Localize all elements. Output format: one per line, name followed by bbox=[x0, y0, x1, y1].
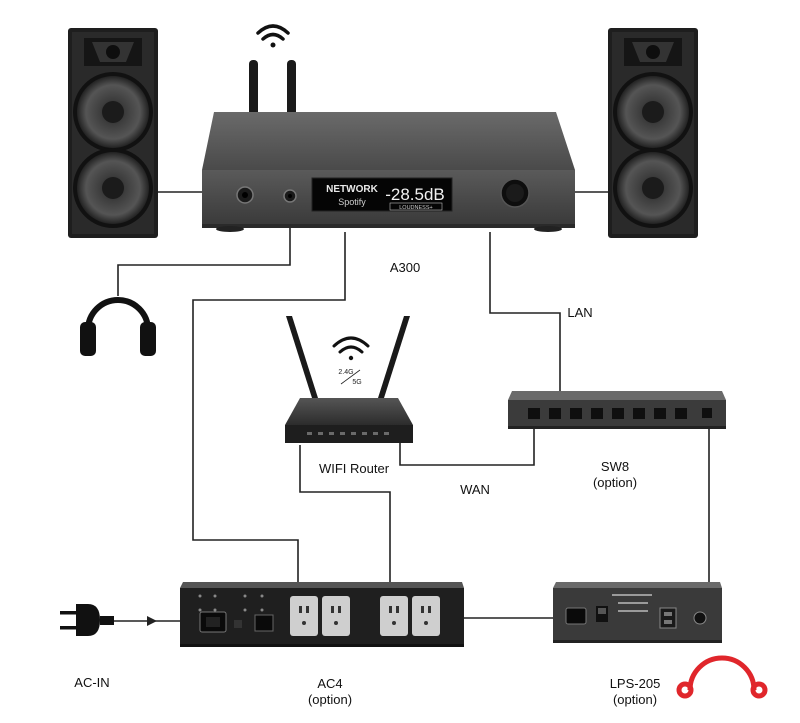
sw8-switch bbox=[508, 391, 726, 429]
label-lps205-name: LPS-205 bbox=[609, 676, 661, 691]
router-band-top: 2.4G bbox=[338, 369, 353, 376]
router-power-cable bbox=[299, 445, 391, 592]
power-cable-amp bbox=[192, 232, 346, 592]
label-ac4-name: AC4 bbox=[317, 676, 343, 691]
label-ac4-option: (option) bbox=[307, 692, 353, 707]
amp-display-mode: LOUDNESS+ bbox=[399, 205, 432, 211]
ac4-outlets bbox=[290, 596, 440, 636]
label-lps205: LPS-205 (option) bbox=[595, 676, 675, 708]
lps205-power-supply bbox=[553, 582, 722, 643]
router-band-bottom: 5G bbox=[352, 379, 361, 386]
left-speaker bbox=[68, 28, 158, 238]
a300-amplifier: NETWORK Spotify -28.5dB LOUDNESS+ bbox=[202, 24, 575, 232]
label-sw8-name: SW8 bbox=[600, 459, 630, 474]
label-lan: LAN bbox=[567, 305, 593, 320]
label-lps205-option: (option) bbox=[612, 692, 658, 707]
amp-display-source: NETWORK bbox=[326, 184, 378, 195]
right-speaker bbox=[608, 28, 698, 238]
ac4-power-distributor bbox=[180, 582, 464, 647]
label-sw8-option: (option) bbox=[592, 475, 638, 490]
power-plug-icon bbox=[60, 604, 157, 636]
headphones-icon bbox=[80, 297, 156, 356]
label-wifi-router: WIFI Router bbox=[318, 461, 390, 476]
label-ac4: AC4 (option) bbox=[295, 676, 365, 708]
label-a300: A300 bbox=[389, 260, 421, 275]
cables bbox=[117, 191, 710, 622]
lan-cable bbox=[489, 232, 561, 392]
brand-logo-icon bbox=[676, 655, 768, 699]
label-wan: WAN bbox=[460, 482, 490, 497]
switch-power-cable bbox=[705, 420, 710, 586]
router-wifi-icon bbox=[332, 336, 370, 361]
wan-cable bbox=[399, 420, 535, 466]
label-sw8: SW8 (option) bbox=[580, 459, 650, 491]
wifi-icon bbox=[256, 24, 290, 48]
wifi-router: 2.4G 5G bbox=[285, 316, 413, 443]
label-ac-in: AC-IN bbox=[74, 675, 110, 690]
amp-display-volume: -28.5dB bbox=[385, 185, 445, 204]
headphone-cable bbox=[117, 205, 291, 296]
amp-display-service: Spotify bbox=[338, 197, 366, 207]
